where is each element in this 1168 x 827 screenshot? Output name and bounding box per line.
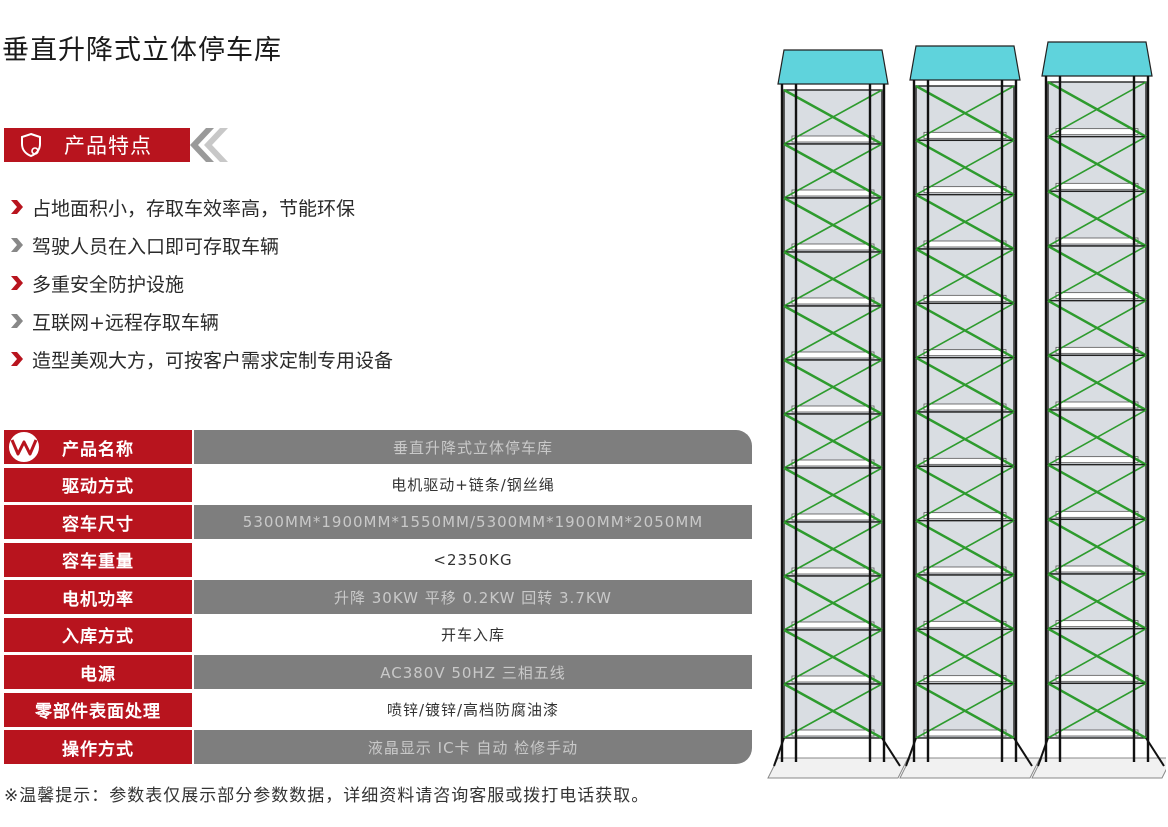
feature-text: 占地面积小，存取车效率高，节能环保	[32, 197, 356, 220]
feature-item: 驾驶人员在入口即可存取车辆	[8, 226, 393, 264]
chevron-right-icon	[11, 314, 23, 328]
feature-item: 造型美观大方，可按客户需求定制专用设备	[8, 340, 393, 378]
feature-text: 造型美观大方，可按客户需求定制专用设备	[32, 349, 394, 372]
footnote: ※温馨提示：参数表仅展示部分参数数据，详细资料请咨询客服或拨打电话获取。	[4, 786, 650, 806]
features-header-label: 产品特点	[64, 134, 152, 158]
brand-logo-icon	[7, 430, 41, 464]
feature-text: 多重安全防护设施	[32, 273, 185, 296]
spec-row: 入库方式开车入库	[4, 617, 752, 652]
spec-row: 驱动方式电机驱动+链条/钢丝绳	[4, 467, 752, 502]
chevron-right-icon	[11, 276, 23, 290]
spec-value: AC380V 50HZ 三相五线	[194, 655, 752, 689]
shield-icon	[18, 130, 48, 160]
spec-value: <2350KG	[194, 542, 752, 577]
chevron-right-icon	[11, 200, 23, 214]
parking-tower	[1031, 41, 1166, 779]
spec-value: 升降 30KW 平移 0.2KW 回转 3.7KW	[194, 580, 752, 614]
spec-row: 零部件表面处理喷锌/镀锌/高档防腐油漆	[4, 692, 752, 727]
double-chevron-left-icon	[190, 128, 228, 162]
spec-row: 电机功率升降 30KW 平移 0.2KW 回转 3.7KW	[4, 580, 752, 614]
spec-key: 入库方式	[4, 617, 192, 652]
spec-key: 电机功率	[4, 580, 192, 614]
spec-value: 喷锌/镀锌/高档防腐油漆	[194, 692, 752, 727]
spec-row: 产品名称垂直升降式立体停车库	[4, 430, 752, 464]
spec-key: 容车尺寸	[4, 505, 192, 539]
spec-key: 电源	[4, 655, 192, 689]
page-title: 垂直升降式立体停车库	[2, 35, 282, 66]
parking-tower	[899, 45, 1041, 779]
spec-key: 操作方式	[4, 730, 192, 764]
feature-item: 多重安全防护设施	[8, 264, 393, 302]
feature-item: 互联网+远程存取车辆	[8, 302, 393, 340]
spec-value: 垂直升降式立体停车库	[194, 430, 752, 464]
spec-key: 容车重量	[4, 542, 192, 577]
spec-value: 液晶显示 IC卡 自动 检修手动	[194, 730, 752, 764]
features-header: 产品特点	[4, 128, 190, 162]
spec-row: 操作方式液晶显示 IC卡 自动 检修手动	[4, 730, 752, 764]
spec-key: 零部件表面处理	[4, 692, 192, 727]
spec-key: 驱动方式	[4, 467, 192, 502]
parking-tower-illustration	[767, 41, 1166, 779]
feature-item: 占地面积小，存取车效率高，节能环保	[8, 188, 393, 226]
spec-value: 开车入库	[194, 617, 752, 652]
features-list: 占地面积小，存取车效率高，节能环保驾驶人员在入口即可存取车辆多重安全防护设施互联…	[8, 188, 393, 378]
spec-value: 5300MM*1900MM*1550MM/5300MM*1900MM*2050M…	[194, 505, 752, 539]
parking-tower	[767, 49, 909, 779]
spec-value: 电机驱动+链条/钢丝绳	[194, 467, 752, 502]
feature-text: 驾驶人员在入口即可存取车辆	[32, 235, 280, 258]
chevron-right-icon	[11, 238, 23, 252]
feature-text: 互联网+远程存取车辆	[32, 311, 219, 334]
spec-row: 容车重量<2350KG	[4, 542, 752, 577]
chevron-right-icon	[11, 352, 23, 366]
